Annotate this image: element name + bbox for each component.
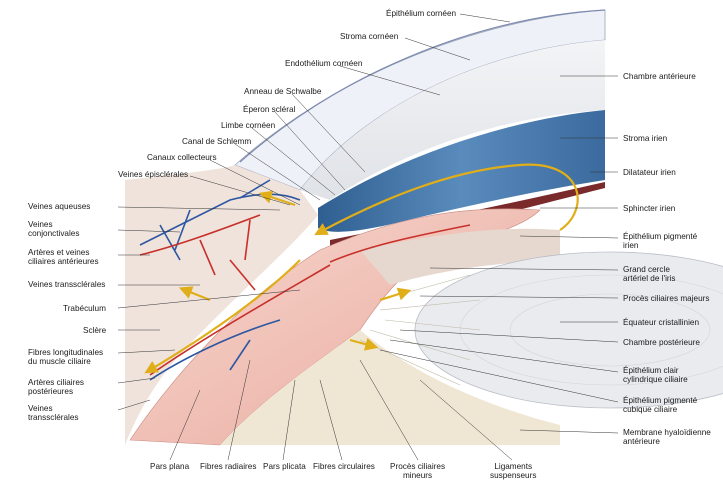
label-epithelium-corneen: Épithélium cornéen [386,9,456,18]
label-membrane-hyaloidienne: Membrane hyaloïdienne antérieure [623,428,711,447]
label-veines-aqueuses: Veines aqueuses [28,202,90,211]
label-fibres-circulaires: Fibres circulaires [313,462,375,471]
label-fibres-radiaires: Fibres radiaires [200,462,256,471]
label-eperon-scleral: Éperon scléral [243,105,295,114]
label-canaux-collecteurs: Canaux collecteurs [147,153,217,162]
label-equateur-cristallinien: Équateur cristallinien [623,318,699,327]
label-canal-schlemm: Canal de Schlemm [182,137,251,146]
label-stroma-corneen: Stroma cornéen [340,32,398,41]
label-trabeculum: Trabéculum [63,304,106,313]
label-pars-plana: Pars plana [150,462,189,471]
label-dilatateur-irien: Dilatateur irien [623,168,676,177]
label-grand-cercle: Grand cercle artériel de l'iris [623,265,676,284]
label-proces-ciliaires-mineurs: Procès ciliaires mineurs [390,462,445,481]
label-stroma-irien: Stroma irien [623,134,667,143]
label-veines-transsclerales-2: Veines transsclérales [28,404,79,423]
label-arteres-ciliaires-posterieures: Artères ciliaires postérieures [28,378,84,397]
label-epithelium-clair: Épithélium clair cylindrique ciliaire [623,366,688,385]
label-chambre-posterieure: Chambre postérieure [623,338,700,347]
label-limbe-corneen: Limbe cornéen [221,121,275,130]
label-anneau-schwalbe: Anneau de Schwalbe [244,87,321,96]
label-veines-conjonctivales: Veines conjonctivales [28,220,79,239]
label-veines-transsclerales-1: Veines transsclérales [28,280,105,289]
label-ligaments-suspenseurs: Ligaments suspenseurs [490,462,536,481]
label-chambre-anterieure: Chambre antérieure [623,72,696,81]
label-arteres-veines-ciliaires: Artères et veines ciliaires antérieures [28,248,99,267]
label-fibres-longitudinales: Fibres longitudinales du muscle ciliaire [28,348,103,367]
label-epithelium-pigmente-irien: Épithélium pigmenté irien [623,232,697,251]
label-sphincter-irien: Sphincter irien [623,204,675,213]
label-endothelium-corneen: Endothélium cornéen [285,59,362,68]
label-veines-episclerales: Veines épisclérales [118,170,188,179]
label-pars-plicata: Pars plicata [263,462,306,471]
label-proces-ciliaires-majeurs: Procès ciliaires majeurs [623,294,709,303]
label-epithelium-pigmente-cubique: Épithélium pigmenté cubique ciliaire [623,396,697,415]
label-sclere: Sclère [83,326,106,335]
